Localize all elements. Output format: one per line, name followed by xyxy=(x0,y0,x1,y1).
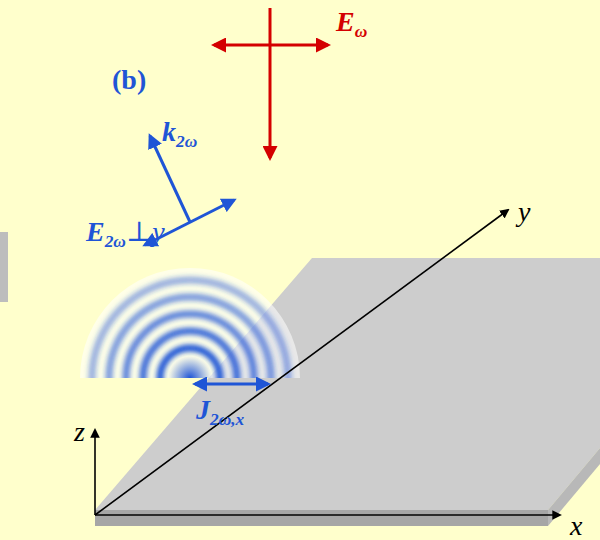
incident-k xyxy=(269,8,272,158)
plate-front xyxy=(95,510,548,526)
panel-label: (b) xyxy=(112,66,146,94)
axis-label: x xyxy=(570,512,582,540)
y-axis xyxy=(95,210,508,515)
axis-label: y xyxy=(518,198,530,226)
current-label: J2ω,x xyxy=(196,396,244,428)
axis-label: z xyxy=(74,418,85,446)
panel-edge xyxy=(0,232,8,302)
x-axis xyxy=(95,514,560,516)
wave-ring xyxy=(109,297,271,378)
wave-ring xyxy=(143,331,237,378)
plate-top xyxy=(95,258,600,510)
surface-current xyxy=(195,383,268,386)
wave-rings xyxy=(80,268,300,378)
field-label: E2ω⊥y xyxy=(86,218,165,250)
wave-ring xyxy=(160,348,220,378)
incident-field xyxy=(214,44,328,47)
field-label: Eω xyxy=(336,8,367,40)
wave-ring xyxy=(126,314,254,378)
z-axis xyxy=(94,430,96,515)
wavevector-label: k2ω xyxy=(162,118,197,150)
wave-ring xyxy=(92,280,288,378)
